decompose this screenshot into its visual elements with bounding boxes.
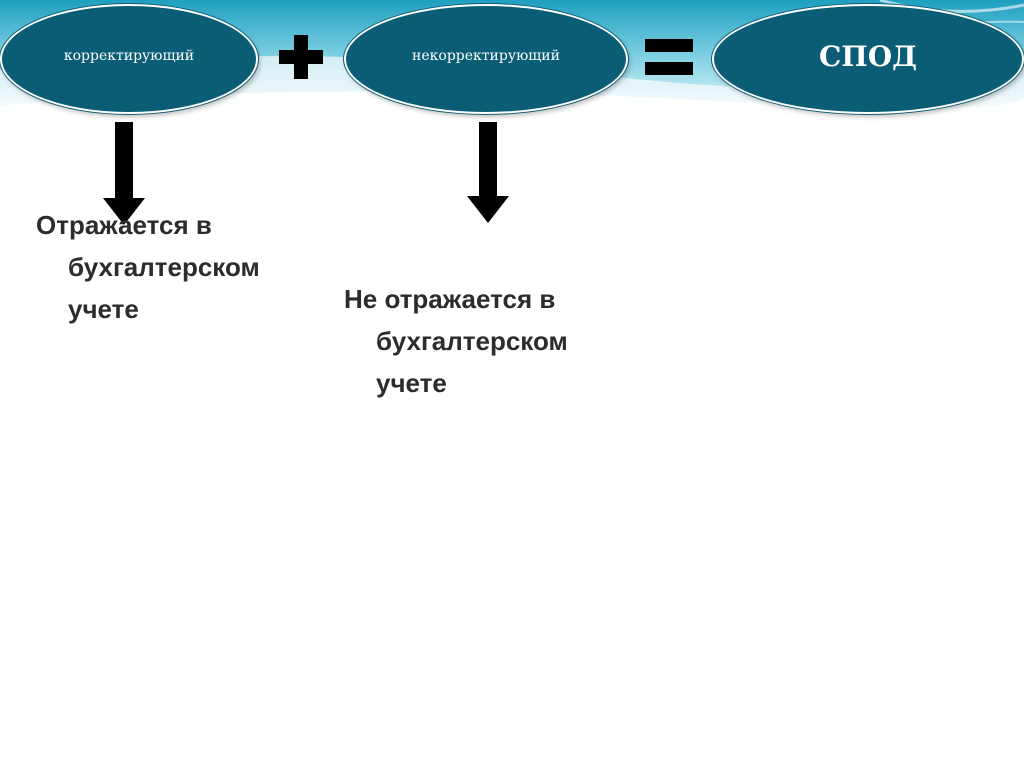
term-noncorrective-label: некорректирующий [412, 48, 560, 64]
description-line: Отражается в [36, 210, 212, 240]
description-line: учете [376, 368, 447, 398]
equals-icon [645, 39, 693, 75]
description-line: бухгалтерском [376, 326, 568, 356]
term-noncorrective-oval: некорректирующий [344, 4, 628, 114]
noncorrective-description: Не отражается в бухгалтерском учете [344, 278, 644, 404]
description-line: учете [68, 294, 139, 324]
plus-icon [279, 35, 323, 79]
description-line: бухгалтерском [68, 252, 260, 282]
result-spod-oval: СПОД [712, 4, 1024, 114]
term-corrective-oval: корректирующий [0, 4, 258, 114]
result-spod-label: СПОД [818, 39, 917, 73]
down-arrow-icon [467, 122, 509, 223]
down-arrow-icon [103, 122, 145, 225]
corrective-description: Отражается в бухгалтерском учете [36, 204, 326, 330]
description-line: Не отражается в [344, 284, 556, 314]
term-corrective-label: корректирующий [63, 48, 195, 64]
